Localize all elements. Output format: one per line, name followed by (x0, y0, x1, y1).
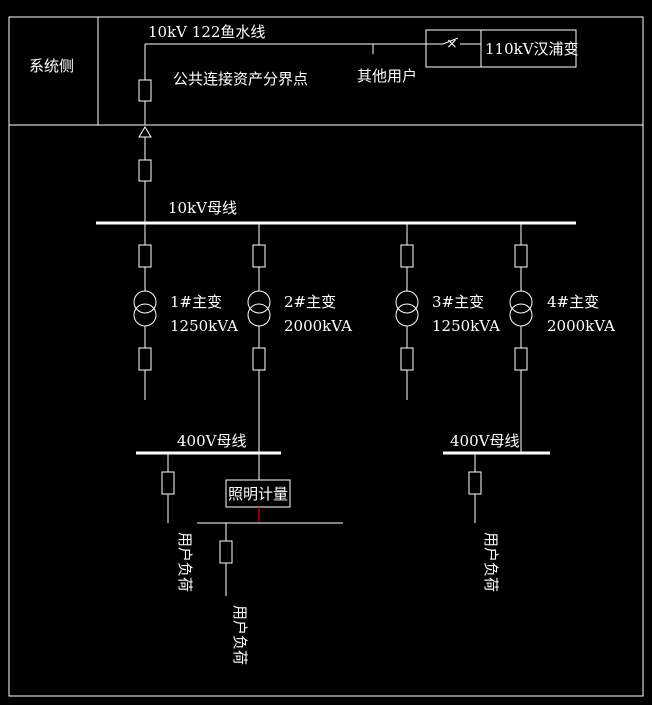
demarcation-point-label: 公共连接资产分界点 (173, 70, 308, 88)
lighting-meter-label: 照明计量 (228, 485, 288, 503)
transformer-branch-1 (133, 223, 157, 400)
substation-box: × (425, 29, 577, 68)
load-feeder-right (468, 453, 482, 523)
transformer-1-rating: 1250kVA (170, 317, 238, 335)
bus-400v-right-label: 400V母线 (450, 432, 519, 450)
feeder-line (138, 43, 426, 125)
other-users-label: 其他用户 (357, 67, 417, 85)
transformer-3-name: 3#主变 (432, 293, 484, 311)
load-lighting-label: 用户负荷 (231, 605, 249, 665)
transformer-1-name: 1#主变 (170, 293, 222, 311)
substation-label: 110kV汉浦变 (485, 40, 579, 58)
transformer-branch-2 (247, 223, 271, 480)
load-feeder-left (161, 453, 175, 523)
lighting-meter-box (225, 479, 291, 508)
transformer-3-rating: 1250kVA (432, 317, 500, 335)
breaker-switch (442, 37, 459, 45)
feeder-line-label: 10kV 122鱼水线 (148, 23, 265, 41)
arrow-triangle-icon (138, 126, 152, 138)
system-side-label: 系统侧 (29, 57, 74, 75)
transformer-branch-4 (509, 223, 533, 453)
transformer-branch-3 (395, 223, 419, 400)
load-right-label: 用户负荷 (482, 532, 500, 592)
drawing-frame (8, 16, 644, 697)
breaker-x-icon: × (446, 36, 458, 52)
incoming-line (138, 126, 152, 222)
transformer-2-rating: 2000kVA (284, 317, 352, 335)
transformer-4-name: 4#主变 (547, 293, 599, 311)
transformer-4-rating: 2000kVA (547, 317, 615, 335)
transformer-2-name: 2#主变 (284, 293, 336, 311)
load-left-label: 用户负荷 (176, 532, 194, 592)
bus-10kv-label: 10kV母线 (168, 199, 237, 217)
bus-400v-left-label: 400V母线 (177, 432, 246, 450)
load-feeder-lighting (219, 523, 233, 596)
